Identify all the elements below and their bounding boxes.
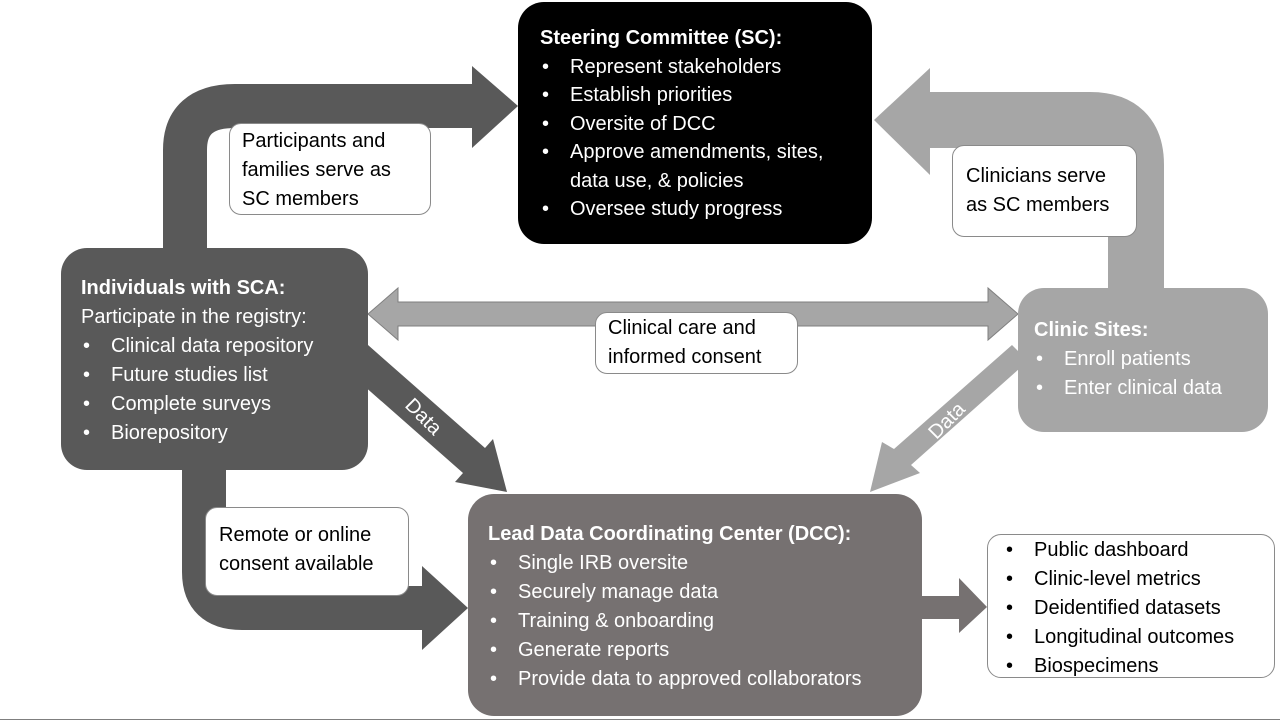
list-item: Training & onboarding [488,607,912,636]
arrow-data-clinic-to-dcc [870,345,1028,492]
steering-committee-list: Represent stakeholders Establish priorit… [540,53,856,224]
clinicians-label: Clinicians serve as SC members [952,145,1137,237]
dcc-list: Single IRB oversite Securely manage data… [488,549,912,694]
list-item: Clinical data repository [81,332,358,361]
arrowhead-clinic-to-sc [874,68,930,175]
arrow-remote-consent [182,470,425,630]
arrowhead-remote-consent [422,566,468,650]
arrow-data-individuals-to-dcc [346,345,507,492]
outputs-box: Public dashboard Clinic-level metrics De… [987,534,1275,681]
list-item: Longitudinal outcomes [1004,623,1270,652]
arrowhead-individuals-to-sc [472,66,518,148]
individuals-list: Clinical data repository Future studies … [81,332,358,448]
clinic-sites-list: Enroll patients Enter clinical data [1034,345,1262,403]
list-item: Securely manage data [488,578,912,607]
clinical-care-label: Clinical care and informed consent [595,312,798,374]
individuals-title: Individuals with SCA: [81,277,286,299]
list-item: Approve amendments, sites, data use, & p… [540,138,856,195]
footer-divider [0,719,1280,720]
steering-committee-title: Steering Committee (SC): [540,27,783,49]
individuals-box: Individuals with SCA: Participate in the… [61,248,368,470]
list-item: Oversite of DCC [540,110,856,139]
list-item: Deidentified datasets [1004,594,1270,623]
outputs-list: Public dashboard Clinic-level metrics De… [1004,536,1270,681]
list-item: Public dashboard [1004,536,1270,565]
remote-consent-label: Remote or online consent available [205,507,409,596]
list-item: Provide data to approved collaborators [488,665,912,694]
individuals-subtitle: Participate in the registry: [81,306,307,328]
list-item: Represent stakeholders [540,53,856,82]
list-item: Enroll patients [1034,345,1262,374]
dcc-title: Lead Data Coordinating Center (DCC): [488,523,852,545]
list-item: Generate reports [488,636,912,665]
list-item: Establish priorities [540,81,856,110]
steering-committee-box: Steering Committee (SC): Represent stake… [518,2,872,244]
list-item: Biorepository [81,419,358,448]
clinic-sites-box: Clinic Sites: Enroll patients Enter clin… [1018,288,1268,432]
list-item: Single IRB oversite [488,549,912,578]
list-item: Complete surveys [81,390,358,419]
list-item: Clinic-level metrics [1004,565,1270,594]
list-item: Enter clinical data [1034,374,1262,403]
arrow-individuals-to-sc [163,84,478,255]
dcc-box: Lead Data Coordinating Center (DCC): Sin… [468,494,922,716]
participants-label: Participants and families serve as SC me… [229,123,431,215]
list-item: Oversee study progress [540,195,856,224]
list-item: Biospecimens [1004,652,1270,681]
arrow-dcc-to-outputs [874,578,987,633]
list-item: Future studies list [81,361,358,390]
clinic-sites-title: Clinic Sites: [1034,319,1149,341]
